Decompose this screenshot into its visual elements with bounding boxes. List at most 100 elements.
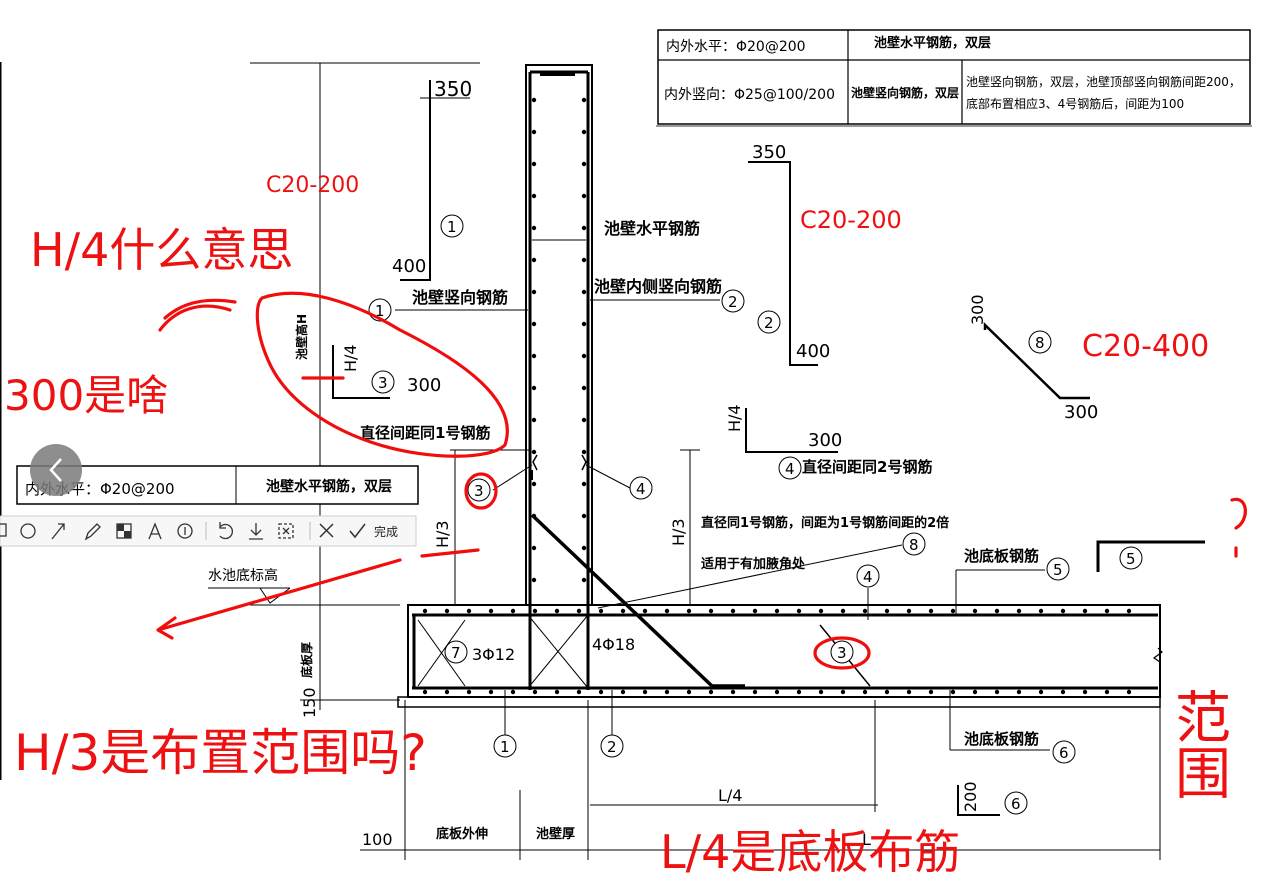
rebar-dot (576, 608, 582, 614)
extract-text-icon[interactable] (278, 523, 294, 539)
rebar-dot (664, 689, 670, 695)
rebar-dot (664, 608, 670, 614)
rebar-callout-6: 6 (1052, 740, 1076, 764)
rebar-callout-3: 3 (467, 478, 491, 502)
rebar-callouts: 1 1 1 2 2 2 3 3 3 4 4 4 5 5 6 6 7 8 8 (368, 214, 1143, 815)
rebar-label: 池底板钢筋 (964, 547, 1039, 565)
svg-text:5: 5 (1053, 561, 1063, 579)
rebar-dot (642, 689, 648, 695)
rebar-dot (598, 689, 604, 695)
rebar-label: 3Φ12 (472, 645, 515, 664)
rebar-callout-1: 1 (493, 734, 517, 758)
download-icon[interactable] (249, 523, 263, 540)
rebar-dot (1016, 608, 1022, 614)
rebar-dot (581, 129, 587, 135)
rebar-callout-8: 8 (1028, 330, 1052, 354)
rebar-dot (444, 608, 450, 614)
rectangle-tool-icon[interactable] (0, 523, 7, 537)
dimension-label: H/3 (433, 520, 452, 548)
arrow-tool-icon[interactable] (51, 523, 65, 540)
rebar-callout-3: 3 (830, 640, 854, 664)
handwritten-annotations: C20-200 C20-200 C20-400 H/4什么意思 300是啥 H/… (4, 173, 1247, 879)
rebar-callout-2: 2 (757, 310, 781, 334)
rebar-dot (488, 608, 494, 614)
rebar-dot (906, 608, 912, 614)
top-spec-table: 内外水平：Φ20@200 池壁水平钢筋，双层 内外竖向：Φ25@100/200 … (656, 29, 1252, 127)
rebar-dot (466, 689, 472, 695)
rebar-label: 直径间距同2号钢筋 (802, 458, 932, 476)
dimension-label: 300 (968, 294, 987, 325)
svg-text:4: 4 (636, 480, 646, 498)
rebar-dot (1082, 608, 1088, 614)
rebar-dot (840, 689, 846, 695)
rebar-dot (531, 545, 537, 551)
rebar-dot (862, 689, 868, 695)
rebar-label: 池底板钢筋 (964, 730, 1039, 748)
rebar-dot (972, 608, 978, 614)
rebar-dot (1060, 608, 1066, 614)
table-cell: 池壁竖向钢筋，双层 (851, 85, 959, 100)
rebar-dot (642, 608, 648, 614)
rebar-dot (994, 608, 1000, 614)
rebar-dot (708, 608, 714, 614)
rebar-dot (444, 689, 450, 695)
rebar-dot (818, 689, 824, 695)
rebar-dot (1038, 689, 1044, 695)
pencil-tool-icon[interactable] (84, 523, 101, 541)
svg-text:3: 3 (474, 482, 484, 500)
rebar-dot (581, 481, 587, 487)
rebar-dot (1038, 608, 1044, 614)
handwritten-note: C20-400 (1082, 329, 1209, 364)
rebar-dot (818, 608, 824, 614)
rebar-dot (466, 608, 472, 614)
rebar-dot (1104, 689, 1110, 695)
elevation-label: 水池底标高 (208, 567, 278, 584)
done-button[interactable]: 完成 (349, 523, 398, 539)
rebar-dot (531, 193, 537, 199)
handwritten-note: L/4是底板布筋 (660, 825, 960, 879)
rebar-dot (531, 417, 537, 423)
ellipse-tool-icon[interactable] (20, 523, 36, 539)
table-cell: 池壁竖向钢筋，双层，池壁顶部竖向钢筋间距200， (966, 74, 1241, 89)
rebar-dot (532, 608, 538, 614)
dimension-label: 300 (1064, 402, 1098, 423)
rebar-dot (510, 608, 516, 614)
rebar-dot (1060, 689, 1066, 695)
mosaic-tool-icon[interactable] (116, 523, 132, 539)
rebar-callout-4: 4 (856, 564, 880, 588)
svg-text:2: 2 (607, 738, 617, 756)
rebar-dot (488, 689, 494, 695)
rebar-label: 直径同1号钢筋，间距为1号钢筋间距的2倍 (701, 515, 949, 531)
rebar-dot (730, 608, 736, 614)
dimension-label: 200 (961, 781, 980, 812)
undo-icon[interactable] (219, 522, 234, 540)
rebar-dot (531, 257, 537, 263)
rebar-dot (531, 353, 537, 359)
rebar-dot (422, 689, 428, 695)
rebar-dot (531, 129, 537, 135)
rebar-dot (510, 689, 516, 695)
rebar-label: 4Φ18 (592, 635, 635, 654)
rebar-dot (531, 449, 537, 455)
rebar-dot (1126, 608, 1132, 614)
chevron-left-icon (49, 458, 62, 482)
close-icon[interactable] (319, 523, 334, 538)
handwritten-note: C20-200 (800, 206, 902, 234)
nav-back-button[interactable] (30, 444, 82, 496)
rebar-dot (581, 577, 587, 583)
svg-text:6: 6 (1059, 744, 1069, 762)
svg-text:7: 7 (451, 644, 461, 662)
handwritten-note: H/3是布置范围吗? (14, 724, 427, 782)
rebar-callout-1: 1 (440, 214, 464, 238)
rebar-dot (928, 689, 934, 695)
rebar-dot (1082, 689, 1088, 695)
rebar-dot (686, 608, 692, 614)
table-cell: 内外水平：Φ20@200 (666, 39, 806, 55)
number-tool-icon[interactable] (177, 523, 193, 539)
drawing-labels: 350 400 350 400 300 300 300 300 H/4 H/4 … (208, 77, 1098, 849)
dimension-label: 池壁高H (294, 314, 309, 360)
text-tool-icon[interactable] (148, 522, 162, 540)
rebar-dot (884, 689, 890, 695)
check-icon (349, 523, 366, 539)
rebar-dot (1016, 689, 1022, 695)
